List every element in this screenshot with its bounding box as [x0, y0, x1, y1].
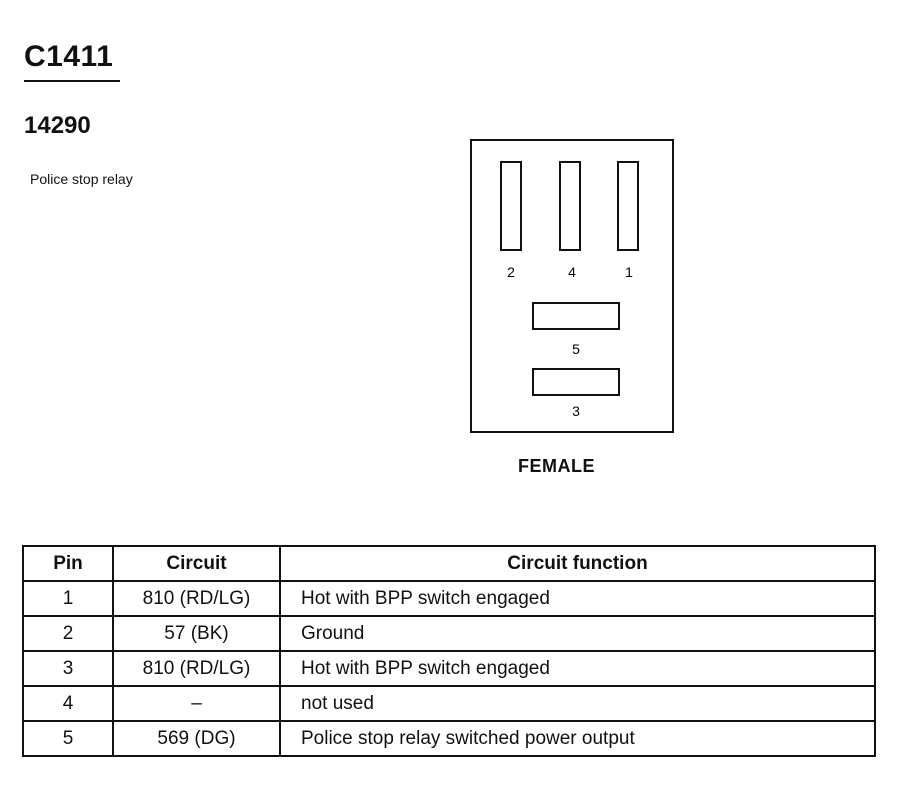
table-row: 4 – not used: [22, 685, 876, 722]
cell-circuit: 569 (DG): [112, 720, 281, 757]
cell-circuit: 810 (RD/LG): [112, 580, 281, 617]
pin-slot-1: [617, 161, 639, 251]
pin-label-5: 5: [572, 341, 580, 357]
pin-label-3: 3: [572, 403, 580, 419]
table-row: 5 569 (DG) Police stop relay switched po…: [22, 720, 876, 757]
connector-face-diagram: 2 4 1 5 3: [440, 130, 700, 490]
pin-label-4: 4: [568, 264, 576, 280]
connector-housing: [470, 139, 674, 433]
pin-label-1: 1: [625, 264, 633, 280]
table-header-row: Pin Circuit Circuit function: [22, 545, 876, 582]
pin-slot-2: [500, 161, 522, 251]
pin-slot-5: [532, 302, 620, 330]
header-circuit: Circuit: [112, 545, 281, 582]
cell-function: Hot with BPP switch engaged: [279, 580, 876, 617]
pin-slot-4: [559, 161, 581, 251]
connector-id: C1411: [24, 40, 114, 73]
pin-slot-3: [532, 368, 620, 396]
cell-function: Police stop relay switched power output: [279, 720, 876, 757]
cell-function: not used: [279, 685, 876, 722]
table-row: 3 810 (RD/LG) Hot with BPP switch engage…: [22, 650, 876, 687]
table-row: 1 810 (RD/LG) Hot with BPP switch engage…: [22, 580, 876, 617]
table-row: 2 57 (BK) Ground: [22, 615, 876, 652]
cell-circuit: 57 (BK): [112, 615, 281, 652]
cell-pin: 1: [22, 580, 114, 617]
cell-circuit: 810 (RD/LG): [112, 650, 281, 687]
header-circuit-function: Circuit function: [279, 545, 876, 582]
pin-label-2: 2: [507, 264, 515, 280]
part-number: 14290: [24, 112, 91, 139]
cell-circuit: –: [112, 685, 281, 722]
connector-gender: FEMALE: [518, 456, 595, 476]
cell-pin: 4: [22, 685, 114, 722]
header-pin: Pin: [22, 545, 114, 582]
cell-pin: 3: [22, 650, 114, 687]
cell-function: Ground: [279, 615, 876, 652]
connector-id-underline: [24, 80, 120, 82]
pin-table: Pin Circuit Circuit function 1 810 (RD/L…: [22, 545, 876, 757]
connector-face-svg: 2 4 1 5 3: [470, 139, 674, 433]
connector-description: Police stop relay: [30, 171, 133, 187]
cell-pin: 5: [22, 720, 114, 757]
cell-pin: 2: [22, 615, 114, 652]
cell-function: Hot with BPP switch engaged: [279, 650, 876, 687]
